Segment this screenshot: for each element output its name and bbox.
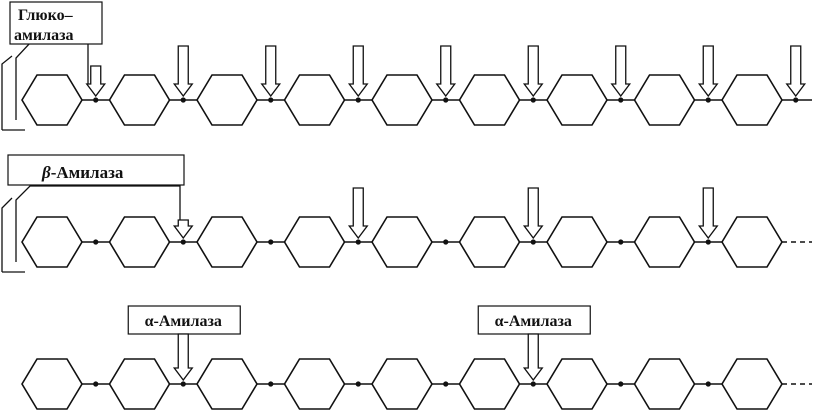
glucose-ring (283, 358, 346, 410)
bond-oxygen (355, 239, 361, 245)
cleavage-arrow (522, 45, 544, 98)
cleavage-arrow (260, 45, 282, 98)
cleavage-arrow (85, 65, 107, 98)
glucose-ring (108, 216, 171, 268)
glucose-ring (721, 74, 783, 126)
bond-oxygen (705, 239, 711, 245)
glucose-ring (108, 358, 171, 410)
bond-oxygen (93, 239, 99, 245)
enzyme-label-box (7, 154, 185, 186)
cleavage-arrow (347, 187, 369, 240)
bond-oxygen (93, 381, 99, 387)
bond-oxygen (268, 381, 274, 387)
bond-oxygen (180, 239, 186, 245)
bond-oxygen (443, 97, 449, 103)
glucose-ring (283, 216, 346, 268)
bond-oxygen (268, 239, 274, 245)
bond-oxygen (355, 381, 361, 387)
enzyme-label: β-Амилаза (41, 163, 124, 182)
bond-oxygen (268, 97, 274, 103)
bond-oxygen (355, 97, 361, 103)
glucose-ring (546, 216, 608, 268)
glucose-ring (371, 74, 433, 126)
glucose-ring (196, 358, 258, 410)
bond-oxygen (93, 97, 99, 103)
glucose-ring (546, 74, 608, 126)
bond-oxygen (530, 97, 536, 103)
glucose-ring (633, 74, 696, 126)
bond-oxygen (180, 381, 186, 387)
glucose-ring (21, 74, 83, 126)
glucose-ring (371, 216, 433, 268)
cleavage-arrow (785, 45, 807, 98)
glucose-ring (458, 74, 521, 126)
enzyme-label-box (9, 1, 103, 45)
enzyme-bracket (15, 185, 181, 262)
cleavage-arrow (435, 45, 457, 98)
bond-oxygen (618, 381, 624, 387)
glucose-ring (633, 358, 696, 410)
bond-oxygen (443, 239, 449, 245)
bond-oxygen (443, 381, 449, 387)
enzyme-bracket-outer (1, 197, 13, 272)
glucose-ring (108, 74, 171, 126)
cleavage-arrow (172, 219, 194, 240)
bond-oxygen (618, 239, 624, 245)
enzyme-label-box (127, 305, 241, 335)
enzyme-label: α-Амилаза (495, 313, 572, 330)
cleavage-arrow (172, 45, 194, 98)
cleavage-arrow (610, 45, 632, 98)
cleavage-arrow (172, 333, 194, 382)
bond-oxygen (530, 239, 536, 245)
glucose-ring (458, 216, 521, 268)
cleavage-arrow (697, 187, 719, 240)
glucose-ring (458, 358, 521, 410)
glucose-ring (371, 358, 433, 410)
enzyme-label: Глюко– (18, 7, 74, 24)
glucose-ring (21, 358, 83, 410)
cleavage-arrow (697, 45, 719, 98)
glucose-ring (21, 216, 83, 268)
cleavage-arrow (522, 333, 544, 382)
enzyme-label: амилаза (14, 27, 74, 44)
enzyme-label: α-Амилаза (145, 313, 222, 330)
glucose-ring (546, 358, 608, 410)
cleavage-arrow (347, 45, 369, 98)
glucose-ring (196, 74, 258, 126)
glucose-ring (633, 216, 696, 268)
cleavage-arrow (522, 187, 544, 240)
glucose-ring (196, 216, 258, 268)
bond-oxygen (618, 97, 624, 103)
glucose-ring (283, 74, 346, 126)
bond-oxygen (180, 97, 186, 103)
glucose-ring (721, 216, 783, 268)
bond-oxygen (530, 381, 536, 387)
enzyme-bracket-outer (1, 55, 13, 130)
bond-oxygen (705, 97, 711, 103)
glucose-ring (721, 358, 783, 410)
bond-oxygen (793, 97, 799, 103)
bond-oxygen (705, 381, 711, 387)
